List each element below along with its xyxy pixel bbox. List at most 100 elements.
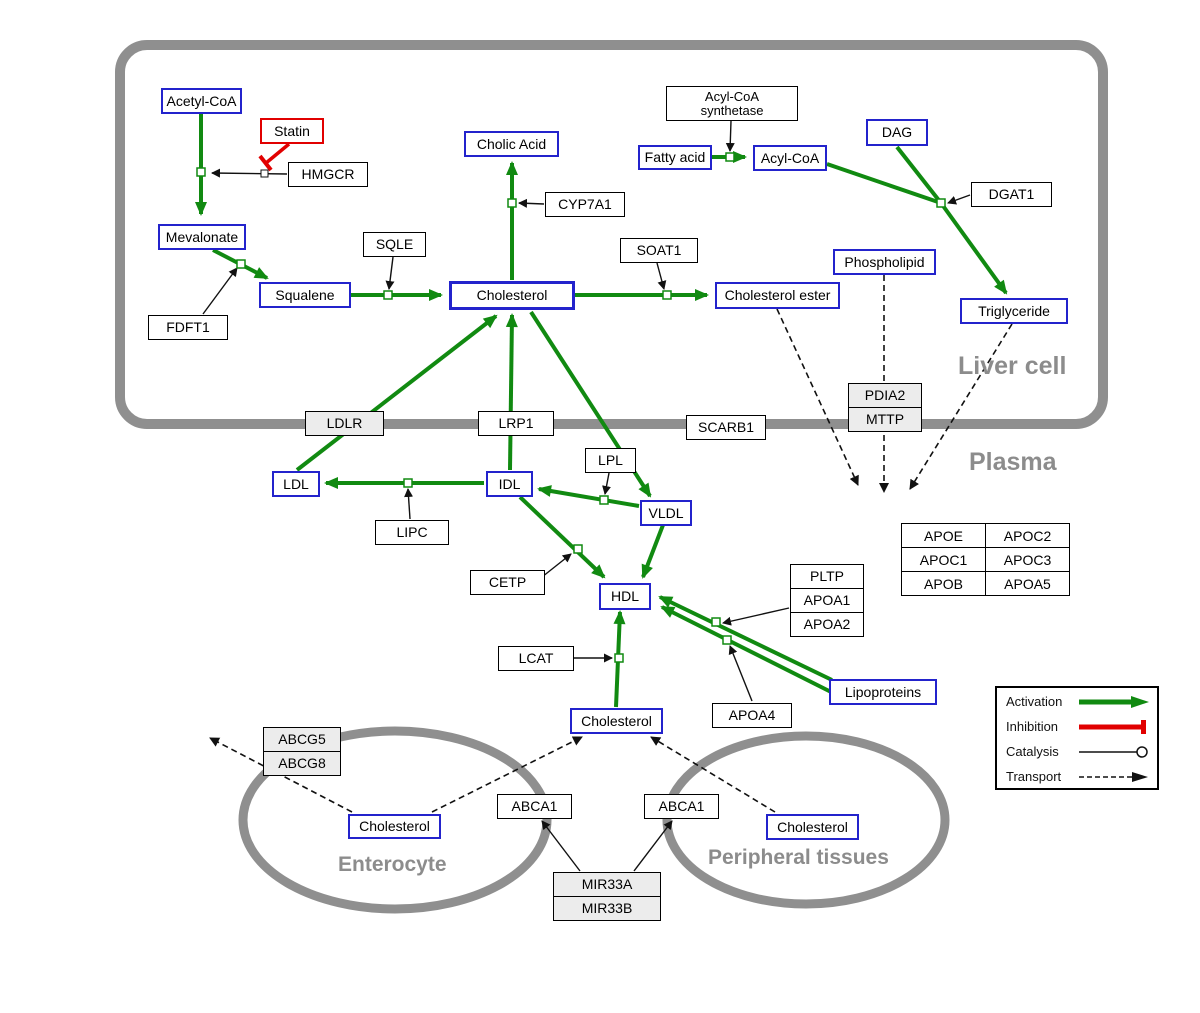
node-fdft1[interactable]: FDFT1 xyxy=(148,315,228,340)
peripheral-tissues-label: Peripheral tissues xyxy=(708,846,889,869)
catalysis-hmgcr xyxy=(211,168,288,178)
catalysis-cetp xyxy=(541,553,572,578)
node-ldl[interactable]: LDL xyxy=(272,471,320,497)
edge-idl-hdl-cetp xyxy=(518,495,606,579)
node-mir33b[interactable]: MIR33B xyxy=(553,896,661,921)
catalysis-mir33-abca1-left xyxy=(541,820,581,872)
reaction-anchor-hmgcr xyxy=(196,167,206,177)
catalysis-mir33-abca1-right xyxy=(633,820,673,872)
node-apoa1[interactable]: APOA1 xyxy=(790,588,864,613)
catalysis-acyl-coa-synthetase xyxy=(725,120,735,152)
reaction-anchor-soat1 xyxy=(662,290,672,300)
node-cholesterol-plasma[interactable]: Cholesterol xyxy=(570,708,663,734)
node-fatty-acid[interactable]: Fatty acid xyxy=(638,145,712,170)
reaction-anchor-lipc xyxy=(403,478,413,488)
catalysis-apoa4 xyxy=(728,645,753,702)
reaction-anchor-acs xyxy=(725,152,735,162)
reaction-anchor-lcat xyxy=(614,653,624,663)
edge-lipoproteins-hdl-lower xyxy=(660,605,846,701)
node-pdia2[interactable]: PDIA2 xyxy=(848,383,922,408)
liver-cell-label: Liver cell xyxy=(958,352,1067,380)
node-lpl[interactable]: LPL xyxy=(585,448,636,473)
legend-row-activation: Activation xyxy=(997,689,1157,714)
node-acyl-coa[interactable]: Acyl-CoA xyxy=(753,145,827,171)
transport-dashed-arrow-icon xyxy=(1079,771,1148,782)
edge-dag-dgat-anchor xyxy=(895,145,943,205)
legend: Activation Inhibition Catalysis Transpor… xyxy=(995,686,1159,790)
node-lipc[interactable]: LIPC xyxy=(375,520,449,545)
node-apoa5[interactable]: APOA5 xyxy=(985,571,1070,596)
legend-transport-label: Transport xyxy=(1006,769,1062,784)
node-idl[interactable]: IDL xyxy=(486,471,533,497)
catalysis-cyp7a1 xyxy=(518,198,545,208)
edge-vldl-hdl xyxy=(641,524,665,579)
catalysis-fdft1 xyxy=(202,267,238,315)
node-apoc3[interactable]: APOC3 xyxy=(985,547,1070,572)
edge-ldl-cholesterol-ldlr xyxy=(295,314,498,472)
node-statin[interactable]: Statin xyxy=(260,118,324,144)
node-lipoproteins[interactable]: Lipoproteins xyxy=(829,679,937,705)
node-triglyceride[interactable]: Triglyceride xyxy=(960,298,1068,324)
node-vldl[interactable]: VLDL xyxy=(640,500,692,526)
node-mttp[interactable]: MTTP xyxy=(848,407,922,432)
acs-line2: synthetase xyxy=(700,102,764,118)
node-apoa2[interactable]: APOA2 xyxy=(790,612,864,637)
node-mir33a[interactable]: MIR33A xyxy=(553,872,661,897)
node-cyp7a1[interactable]: CYP7A1 xyxy=(545,192,625,217)
transport-triglyceride-plasma xyxy=(909,323,1013,490)
node-abca1-enterocyte[interactable]: ABCA1 xyxy=(497,794,572,819)
catalysis-sqle xyxy=(385,256,395,290)
node-squalene[interactable]: Squalene xyxy=(259,282,351,308)
binding-anchor-statin xyxy=(260,169,269,178)
node-apoc1[interactable]: APOC1 xyxy=(901,547,986,572)
node-abcg5[interactable]: ABCG5 xyxy=(263,727,341,752)
edge-acylcoa-dgat-anchor xyxy=(826,162,942,205)
node-apoa4[interactable]: APOA4 xyxy=(712,703,792,728)
transport-cholesterolester-plasma xyxy=(776,308,859,486)
node-soat1[interactable]: SOAT1 xyxy=(620,238,698,263)
transport-peripheral-cholesterol-plasma xyxy=(650,736,776,813)
reaction-anchor-cyp7a1 xyxy=(507,198,517,208)
liver-cell-membrane xyxy=(115,40,1108,429)
catalysis-circle-icon xyxy=(1079,745,1148,758)
node-lcat[interactable]: LCAT xyxy=(498,646,574,671)
node-pltp[interactable]: PLTP xyxy=(790,564,864,589)
node-hmgcr[interactable]: HMGCR xyxy=(288,162,368,187)
node-scarb1[interactable]: SCARB1 xyxy=(686,415,766,440)
node-cholic-acid[interactable]: Cholic Acid xyxy=(464,131,559,157)
node-cholesterol-enterocyte[interactable]: Cholesterol xyxy=(348,814,441,839)
node-cholesterol-ester[interactable]: Cholesterol ester xyxy=(715,282,840,309)
node-apoe[interactable]: APOE xyxy=(901,523,986,548)
reaction-anchor-lpl xyxy=(599,495,609,505)
inhibition-statin-tbar xyxy=(258,154,273,172)
edge-idl-cholesterol-lrp1 xyxy=(505,313,518,471)
enterocyte-membrane xyxy=(238,726,552,914)
node-hdl[interactable]: HDL xyxy=(599,583,651,610)
reaction-anchor-apoa4 xyxy=(722,635,732,645)
node-acyl-coa-synthetase[interactable]: Acyl-CoA synthetase xyxy=(666,86,798,121)
node-cholesterol-liver[interactable]: Cholesterol xyxy=(449,281,575,310)
node-mevalonate[interactable]: Mevalonate xyxy=(158,224,246,250)
node-apoc2[interactable]: APOC2 xyxy=(985,523,1070,548)
node-dgat1[interactable]: DGAT1 xyxy=(971,182,1052,207)
enterocyte-label: Enterocyte xyxy=(338,853,447,876)
node-cholesterol-peripheral[interactable]: Cholesterol xyxy=(766,814,859,840)
legend-row-inhibition: Inhibition xyxy=(997,714,1157,739)
node-acetyl-coa[interactable]: Acetyl-CoA xyxy=(161,88,242,114)
reaction-anchor-cetp xyxy=(573,544,583,554)
reaction-anchor-fdft1 xyxy=(236,259,246,269)
node-abca1-peripheral[interactable]: ABCA1 xyxy=(644,794,719,819)
node-phospholipid[interactable]: Phospholipid xyxy=(833,249,936,275)
node-sqle[interactable]: SQLE xyxy=(363,232,426,257)
legend-row-catalysis: Catalysis xyxy=(997,739,1157,764)
node-cetp[interactable]: CETP xyxy=(470,570,545,595)
legend-row-transport: Transport xyxy=(997,764,1157,789)
node-lrp1[interactable]: LRP1 xyxy=(478,411,554,436)
node-apob[interactable]: APOB xyxy=(901,571,986,596)
node-ldlr[interactable]: LDLR xyxy=(305,411,384,436)
node-dag[interactable]: DAG xyxy=(866,119,928,146)
inhibition-statin-line xyxy=(264,142,291,165)
node-abcg8[interactable]: ABCG8 xyxy=(263,751,341,776)
